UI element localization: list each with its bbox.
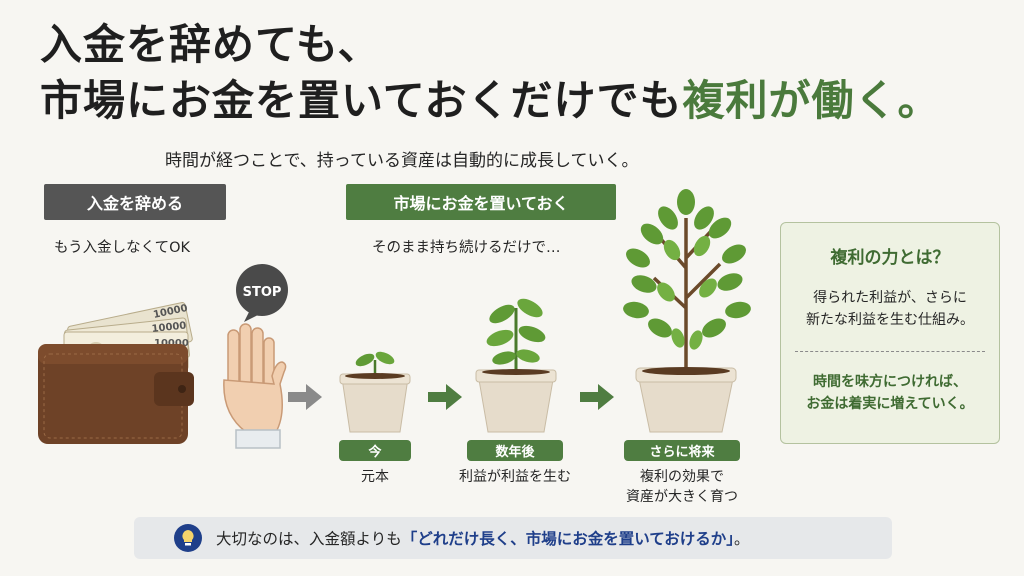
stop-deposit-tag: 入金を辞める <box>44 184 226 220</box>
stop-label: STOP <box>243 285 282 300</box>
stop-speech-bubble <box>236 264 288 322</box>
stage-pill-future: さらに将来 <box>624 440 740 461</box>
stage-desc-future-line-1: 複利の効果で <box>640 469 724 485</box>
arrow-right-icon <box>428 384 462 410</box>
stop-hand-illustration: STOP <box>214 264 294 454</box>
info-line-4: お金は着実に増えていく。 <box>806 396 974 413</box>
stop-deposit-caption: もう入金しなくてOK <box>54 240 191 256</box>
subtitle: 時間が経つことで、持っている資産は自動的に成長していく。 <box>165 151 639 171</box>
sprout-pot-illustration <box>336 346 414 436</box>
stage-pill-years-later: 数年後 <box>467 440 563 461</box>
bill-value-2: 10000 <box>151 320 187 335</box>
bottom-message-suffix: 。 <box>734 530 750 548</box>
stage-desc-now: 元本 <box>361 469 389 485</box>
compound-interest-info-box: 複利の力とは？ 得られた利益が、さらに 新たな利益を生む仕組み。 時間を味方につ… <box>780 222 1000 444</box>
arrow-right-icon <box>288 384 322 410</box>
bottom-message-highlight: 「どれだけ長く、市場にお金を置いておけるか」 <box>401 530 735 548</box>
bottom-message-banner: 大切なのは、入金額よりも「どれだけ長く、市場にお金を置いておけるか」。 <box>134 517 892 559</box>
info-box-message: 時間を味方につければ、 お金は着実に増えていく。 <box>781 371 999 416</box>
raised-hand-icon <box>223 323 287 449</box>
stage-desc-years-later: 利益が利益を生む <box>459 469 571 485</box>
bottom-message: 大切なのは、入金額よりも「どれだけ長く、市場にお金を置いておけるか」。 <box>216 527 750 549</box>
title-line-1: 入金を辞めても、 <box>40 20 381 69</box>
young-plant-pot-illustration <box>470 290 562 436</box>
title-line-2: 市場にお金を置いておくだけでも複利が働く。 <box>40 80 941 122</box>
stage-desc-future-line-2: 資産が大きく育つ <box>626 489 738 506</box>
info-line-2: 新たな利益を生む仕組み。 <box>806 312 974 329</box>
info-box-definition: 得られた利益が、さらに 新たな利益を生む仕組み。 <box>781 287 999 332</box>
tree-pot-illustration <box>616 188 756 436</box>
bottom-message-prefix: 大切なのは、入金額よりも <box>216 530 402 548</box>
keep-in-market-caption: そのまま持ち続けるだけで… <box>372 240 561 256</box>
stage-pill-now: 今 <box>339 440 411 461</box>
title-line-2-emphasis: 複利が働く。 <box>682 76 941 125</box>
wallet-illustration: 10000 10000 10000 <box>36 294 206 454</box>
info-box-divider <box>795 351 985 352</box>
info-line-3: 時間を味方につければ、 <box>813 374 967 390</box>
info-line-1: 得られた利益が、さらに <box>813 290 967 306</box>
stage-desc-future: 複利の効果で 資産が大きく育つ <box>602 467 762 508</box>
title-line-2-main: 市場にお金を置いておくだけでも <box>40 76 683 125</box>
bill-value-3: 10000 <box>154 338 189 349</box>
arrow-right-icon <box>580 384 614 410</box>
lightbulb-icon <box>174 524 202 552</box>
keep-in-market-tag: 市場にお金を置いておく <box>346 184 616 220</box>
info-box-title: 複利の力とは？ <box>830 248 950 268</box>
